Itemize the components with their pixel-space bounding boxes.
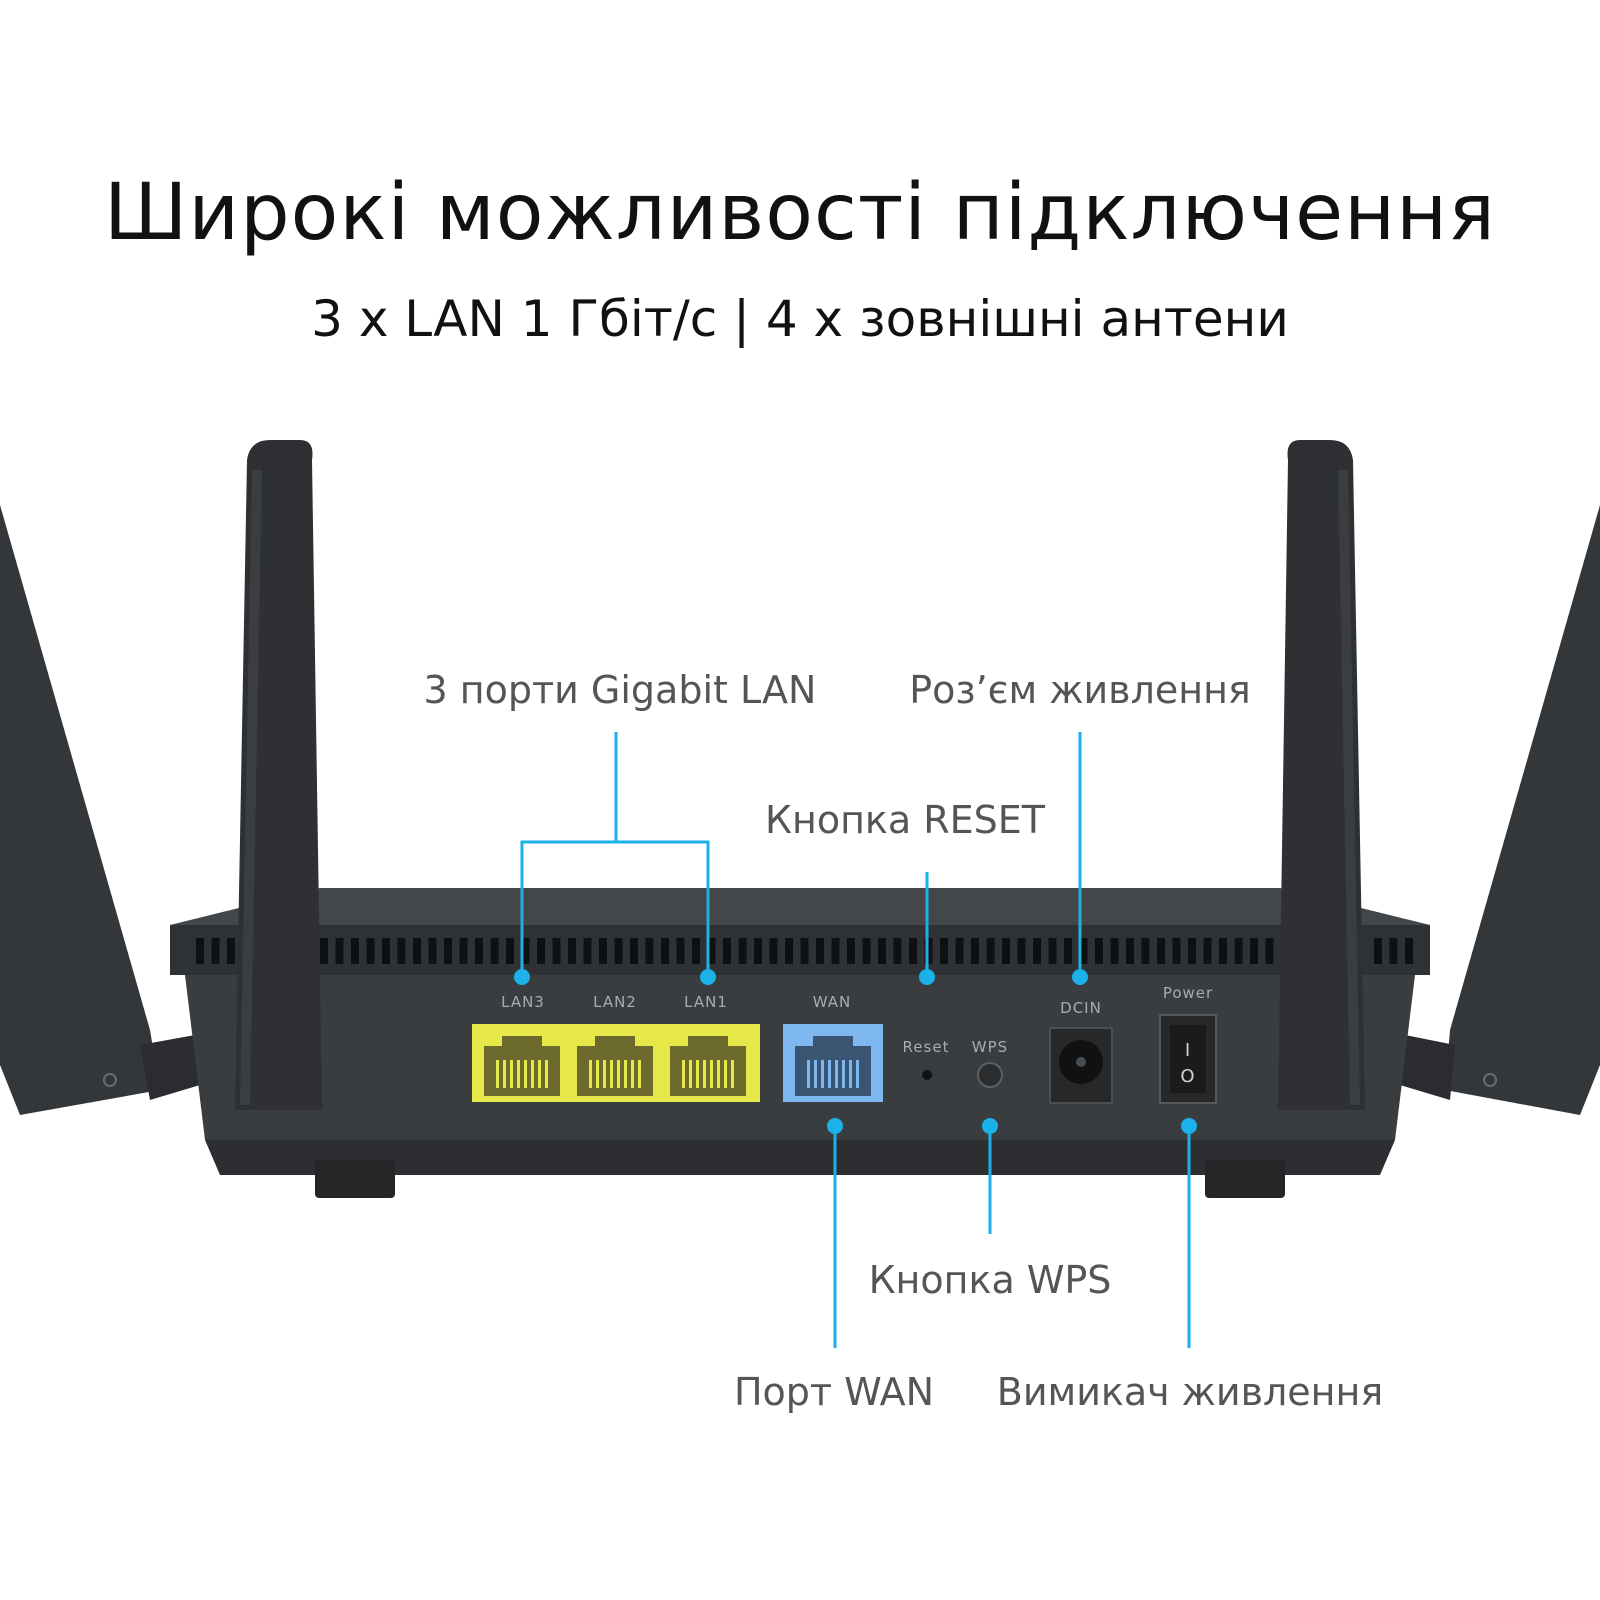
- dc-in-jack: [1049, 1027, 1113, 1104]
- power-switch-dot: [1181, 1118, 1197, 1134]
- switch-on-mark: I: [1185, 1040, 1191, 1061]
- rj45-socket: [795, 1036, 871, 1096]
- wan-port-label: WAN: [813, 993, 852, 1011]
- subheadline: 3 x LAN 1 Гбіт/с | 4 x зовнішні антени: [311, 290, 1289, 348]
- power-jack-dot: [1072, 969, 1088, 985]
- wps-label: WPS: [972, 1038, 1008, 1056]
- dcin-label: DCIN: [1060, 999, 1102, 1017]
- lan3-dot: [514, 969, 530, 985]
- lan3-port-label: LAN3: [501, 993, 545, 1011]
- rj45-socket: [577, 1036, 653, 1096]
- reset-dot: [919, 969, 935, 985]
- wps-dot: [982, 1118, 998, 1134]
- lan2-port-label: LAN2: [593, 993, 637, 1011]
- callout-power-jack: Роз’єм живлення: [909, 668, 1251, 712]
- rj45-socket: [484, 1036, 560, 1096]
- headline: Широкі можливості підключення: [104, 168, 1496, 258]
- callout-power-switch: Вимикач живлення: [996, 1370, 1384, 1414]
- wan-dot: [827, 1118, 843, 1134]
- callout-wan-port: Порт WAN: [733, 1370, 935, 1414]
- reset-label: Reset: [903, 1038, 950, 1056]
- callout-lan-ports: 3 порти Gigabit LAN: [423, 668, 817, 712]
- switch-off-mark: O: [1180, 1066, 1195, 1087]
- antenna-inner-right: [1278, 440, 1365, 1110]
- antenna-outer-left: [0, 505, 200, 1115]
- power-switch: I O: [1159, 1014, 1217, 1104]
- lan1-port-label: LAN1: [684, 993, 728, 1011]
- callout-lines: [520, 732, 1191, 1348]
- lan1-dot: [700, 969, 716, 985]
- vent-grille: [196, 938, 1413, 964]
- antenna-inner-left: [235, 440, 322, 1110]
- callout-dots: [514, 969, 1197, 1134]
- rj45-socket: [670, 1036, 746, 1096]
- power-label: Power: [1163, 984, 1213, 1002]
- callout-wps-button: Кнопка WPS: [868, 1258, 1112, 1302]
- wps-button: [977, 1062, 1003, 1088]
- reset-hole: [922, 1070, 932, 1080]
- lan-bracket: [520, 840, 710, 977]
- antenna-outer-right: [1400, 505, 1600, 1115]
- callout-reset-button: Кнопка RESET: [765, 798, 1045, 842]
